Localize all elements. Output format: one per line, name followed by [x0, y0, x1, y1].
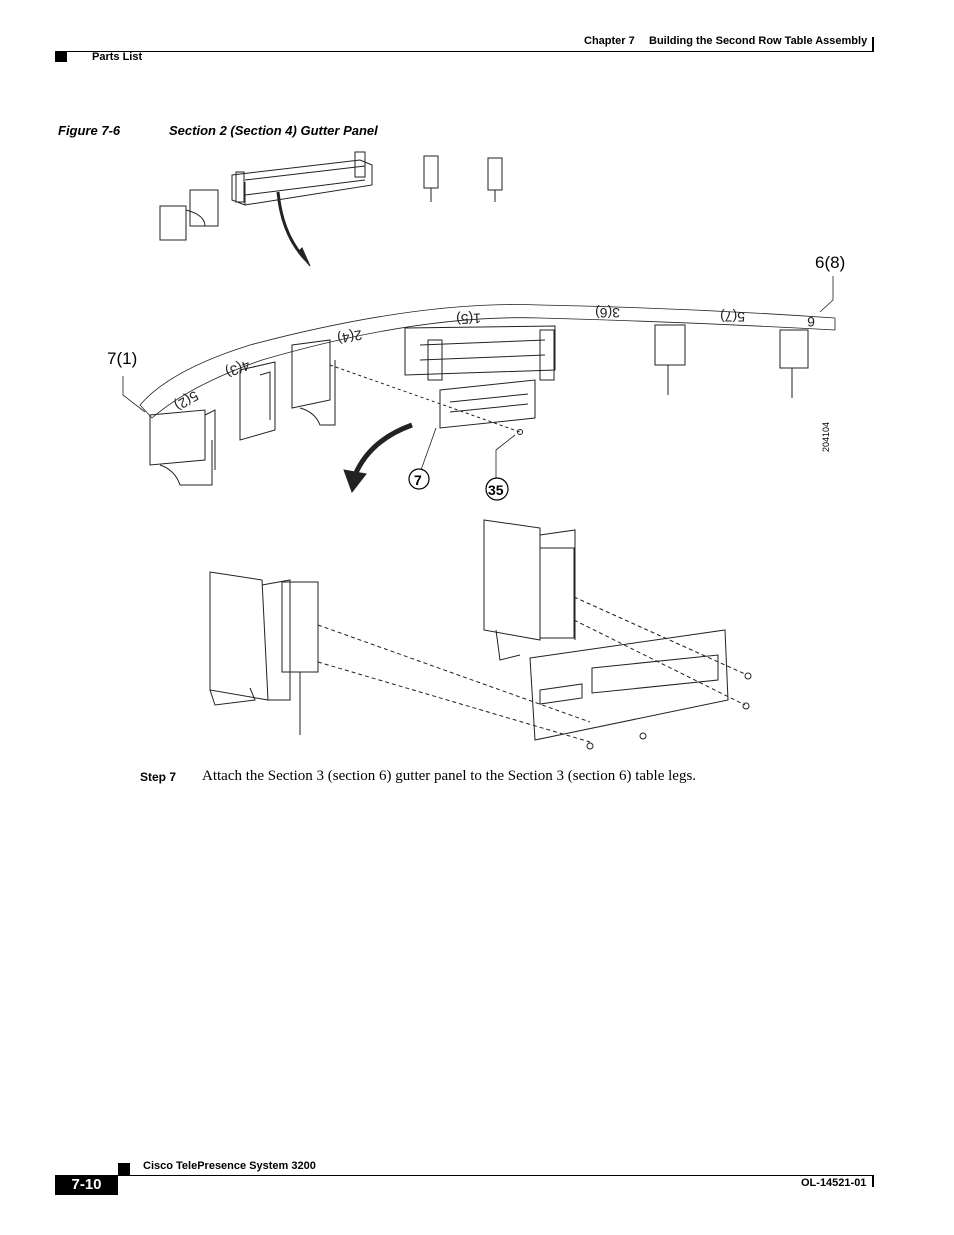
footer-right-bar: [872, 1175, 874, 1187]
footer-marker: [118, 1163, 130, 1175]
callout-part-35: 35: [488, 482, 504, 498]
tabletop: [139, 304, 836, 419]
top-leg-part-left: [159, 189, 219, 241]
tabletop-label-7: 6: [807, 314, 815, 330]
header-chapter: Chapter 7: [584, 35, 635, 47]
assembled-leg-right-2: [779, 329, 809, 398]
tabletop-label-6: 5(7): [720, 309, 745, 325]
assembled-gutter-center: [404, 325, 556, 381]
callout-part-7: 7: [414, 472, 422, 488]
detail-leg-right: [483, 519, 576, 661]
detail-gutter-panel: [529, 629, 729, 741]
assembled-leg-1: [149, 409, 216, 486]
tabletop-label-5: 3(6): [595, 305, 620, 321]
footer-page-number: 7-10: [55, 1175, 118, 1195]
footer-rule: [55, 1175, 874, 1176]
callout-7-1: 7(1): [107, 349, 137, 368]
tabletop-label-3: 2(4): [336, 327, 363, 347]
header-section: Parts List: [92, 51, 143, 63]
figure-id: 204104: [821, 422, 831, 452]
detail-leg-left: [209, 571, 319, 735]
header-section-marker: [55, 52, 67, 62]
footer-doc-id: OL-14521-01: [801, 1177, 867, 1189]
footer-product: Cisco TelePresence System 3200: [143, 1160, 316, 1172]
top-leg-part-mid: [423, 155, 439, 202]
tabletop-label-2: 4(3): [223, 357, 252, 381]
step-text: Attach the Section 3 (section 6) gutter …: [202, 768, 697, 784]
motion-arrow-bottom: [352, 422, 413, 477]
step-label: Step 7: [140, 770, 177, 784]
top-gutter-panel-part: [231, 151, 373, 206]
header-chapter-title: Building the Second Row Table Assembly: [649, 35, 868, 47]
figure-title: Section 2 (Section 4) Gutter Panel: [169, 123, 378, 138]
header-rule: [55, 51, 874, 52]
tabletop-label-4: 1(5): [456, 310, 482, 327]
figure-number: Figure 7-6: [58, 123, 121, 138]
top-leg-part-right: [487, 157, 503, 202]
gutter-panel-exploded: [439, 379, 536, 429]
assembled-leg-3: [291, 339, 336, 426]
assembled-leg-right-1: [654, 324, 686, 395]
callout-6-8: 6(8): [815, 253, 845, 272]
header-right-bar: [872, 37, 874, 51]
assembled-leg-2: [239, 361, 276, 441]
